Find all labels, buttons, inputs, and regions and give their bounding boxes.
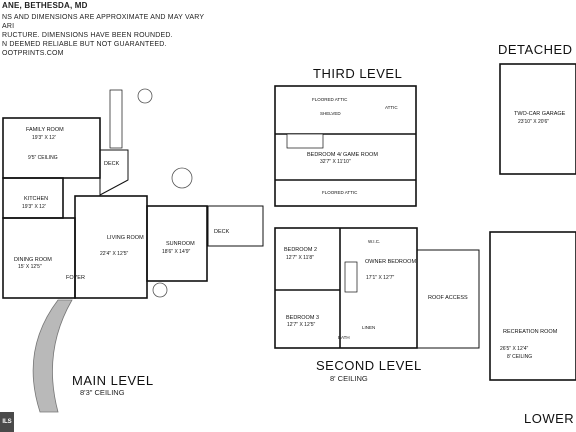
kitchen-dim: 19'3" X 12' bbox=[22, 204, 46, 210]
recreation-room-dim: 26'5" X 12'4" bbox=[500, 346, 529, 352]
kitchen-label: KITCHEN bbox=[24, 196, 49, 202]
family-room-label: FAMILY ROOM bbox=[26, 127, 64, 133]
tree bbox=[152, 282, 168, 298]
listing-badge: ILS bbox=[0, 412, 14, 432]
main-deck-outline bbox=[99, 149, 129, 196]
garage-title: DETACHED GA bbox=[498, 42, 576, 57]
side-deck-label: DECK bbox=[214, 229, 230, 235]
attic-label: ATTIC bbox=[385, 105, 398, 110]
sunroom-outline bbox=[146, 205, 208, 282]
garage-outline bbox=[499, 63, 576, 175]
lower-level-outline bbox=[489, 231, 576, 381]
floored-attic-top-label: FLOORED ATTIC bbox=[312, 97, 348, 102]
third-level-title: THIRD LEVEL bbox=[313, 66, 403, 81]
roof-access-outline bbox=[416, 249, 480, 349]
second-level-stairs bbox=[344, 261, 358, 293]
shelved-label: SHELVED bbox=[320, 111, 341, 116]
garage-label: TWO-CAR GARAGE bbox=[514, 111, 566, 117]
bedroom-2-label: BEDROOM 2 bbox=[284, 247, 318, 253]
recreation-room-label: RECREATION ROOM bbox=[503, 329, 558, 335]
second-level-title: SECOND LEVEL bbox=[316, 358, 422, 373]
tree bbox=[137, 88, 153, 104]
bedroom-2-dim: 12'7" X 11'8" bbox=[286, 255, 314, 261]
bedroom-4-label: BEDROOM 4/ GAME ROOM bbox=[307, 152, 378, 158]
dining-room-label: DINING ROOM bbox=[14, 257, 52, 263]
bath-label: BATH bbox=[338, 335, 350, 340]
walkway bbox=[32, 299, 73, 413]
disclaimer-line-2: RUCTURE. DIMENSIONS HAVE BEEN ROUNDED. bbox=[2, 32, 173, 39]
deck-label: DECK bbox=[104, 161, 120, 167]
roof-access-label: ROOF ACCESS bbox=[428, 295, 468, 301]
credit-text: ARI bbox=[2, 23, 15, 30]
linen-label: LINEN bbox=[362, 325, 376, 330]
dining-room-dim: 15' X 12'5" bbox=[18, 264, 42, 270]
bedroom-3-dim: 12'7" X 12'5" bbox=[287, 322, 316, 328]
third-level-outline bbox=[274, 85, 417, 207]
bedroom-3-label: BEDROOM 3 bbox=[286, 315, 320, 321]
address-text: ANE, BETHESDA, MD bbox=[2, 1, 88, 10]
wic-label: W.I.C. bbox=[368, 239, 381, 244]
foyer-label: FOYER bbox=[66, 275, 85, 281]
living-room-dim: 22'4" X 12'5" bbox=[100, 251, 129, 257]
tree bbox=[171, 167, 193, 189]
disclaimer-line-1: NS AND DIMENSIONS ARE APPROXIMATE AND MA… bbox=[2, 14, 205, 21]
website-text: OOTPRINTS.COM bbox=[2, 50, 64, 57]
owner-bedroom-label: OWNER BEDROOM bbox=[365, 259, 417, 265]
living-room-label: LIVING ROOM bbox=[107, 235, 144, 241]
recreation-room-ceiling: 8' CEILING bbox=[507, 354, 533, 360]
family-room-ceiling: 9'5" CEILING bbox=[28, 155, 58, 161]
third-level-stairs bbox=[286, 133, 324, 149]
bedroom-4-dim: 32'7" X 11'10" bbox=[320, 159, 351, 165]
family-room-dim: 19'3" X 12' bbox=[32, 135, 56, 141]
side-deck-outline bbox=[207, 205, 264, 247]
lower-level-title: LOWER LE bbox=[524, 411, 576, 426]
exterior-stairs bbox=[109, 89, 123, 149]
garage-dim: 23'10" X 20'6" bbox=[518, 119, 550, 125]
main-level-ceiling: 8'3" CEILING bbox=[80, 388, 125, 397]
disclaimer-line-3: N DEEMED RELIABLE BUT NOT GUARANTEED. bbox=[2, 41, 167, 48]
sunroom-dim: 18'6" X 14'9" bbox=[162, 249, 191, 255]
second-level-ceiling: 8' CEILING bbox=[330, 374, 368, 383]
main-level-title: MAIN LEVEL bbox=[72, 373, 154, 388]
owner-bedroom-dim: 17'1" X 12'7" bbox=[366, 275, 395, 281]
living-room-outline bbox=[74, 195, 148, 299]
sunroom-label: SUNROOM bbox=[166, 241, 195, 247]
floored-attic-bottom-label: FLOORED ATTIC bbox=[322, 190, 358, 195]
